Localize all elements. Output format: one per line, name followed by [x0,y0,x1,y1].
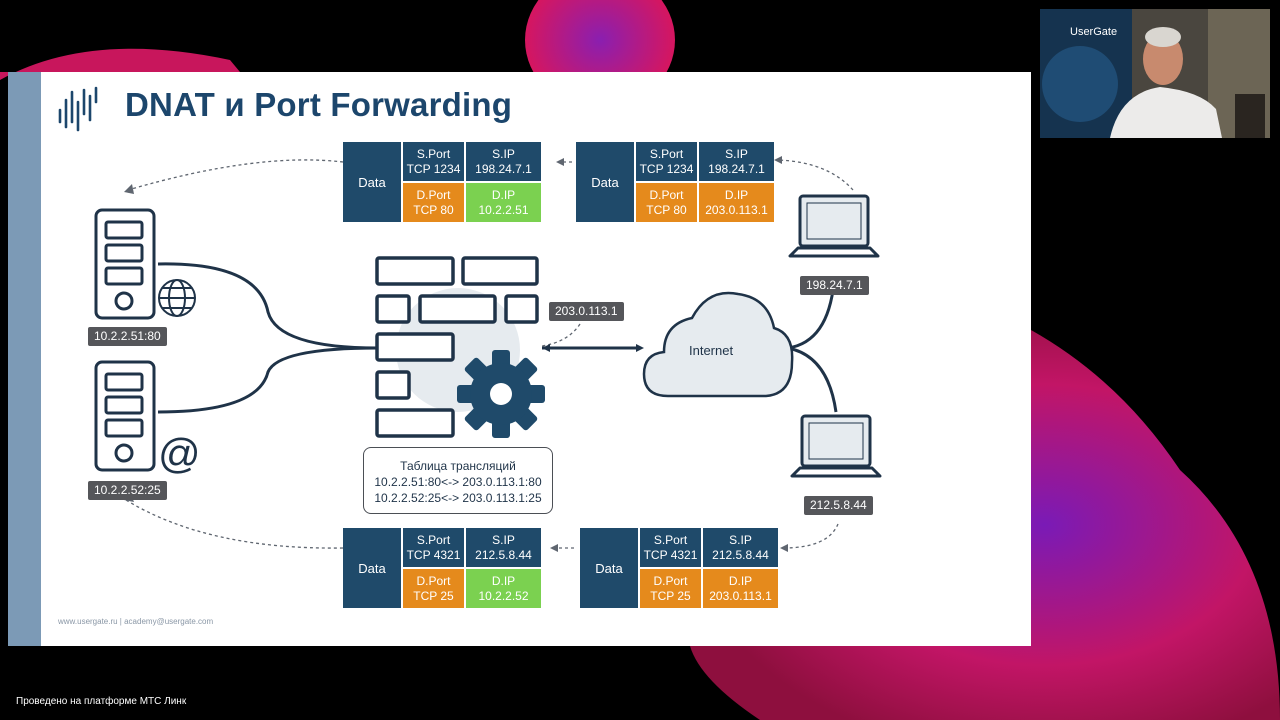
packet-data-cell: Data [343,528,401,608]
slide-side-bar [8,72,41,646]
gear-icon [457,350,545,438]
server-2-icon [94,360,156,472]
webcam-brand-text: UserGate [1070,26,1118,38]
server-1-address-tag: 10.2.2.51:80 [88,327,167,346]
usergate-logo-icon [58,86,98,132]
internet-label: Internet [689,343,734,358]
speaker-webcam[interactable]: UserGate [1040,9,1270,138]
firewall-brick-wall-icon [375,256,539,438]
globe-icon [158,279,196,317]
at-sign-icon: @ [158,430,201,477]
packet-data-cell: Data [580,528,638,608]
translation-table: Таблица трансляций 10.2.2.51:80<-> 203.0… [363,447,553,514]
webcam-video [1040,9,1270,138]
diagram-canvas: @ [58,86,882,552]
server-2-address-tag: 10.2.2.52:25 [88,481,167,500]
client-1-ip-tag: 198.24.7.1 [800,276,869,295]
ip-tag-pointer [541,323,581,347]
internet-cloud-icon [642,291,794,398]
server-1-icon [94,208,156,320]
laptop-2-icon [790,414,882,478]
arrow-to-server1 [127,159,344,191]
translation-row: 10.2.2.52:25<-> 203.0.113.1:25 [374,491,542,505]
translation-table-title: Таблица трансляций [400,459,516,473]
platform-footer-text: Проведено на платформе МТС Линк [16,696,187,707]
laptop-1-icon [788,194,880,258]
packet-data-cell: Data [576,142,634,222]
arrow-from-client2 [782,523,839,549]
slide-footer: www.usergate.ru | academy@usergate.com [58,617,214,626]
arrow-to-server2 [125,499,344,549]
presentation-slide: @ [8,72,1031,646]
slide-title: DNAT и Port Forwarding [125,86,513,123]
translation-row: 10.2.2.51:80<-> 203.0.113.1:80 [374,475,542,489]
packet-data-cell: Data [343,142,401,222]
firewall-ip-tag: 203.0.113.1 [549,302,624,321]
client-2-ip-tag: 212.5.8.44 [804,496,873,515]
arrow-from-client1 [777,159,854,191]
